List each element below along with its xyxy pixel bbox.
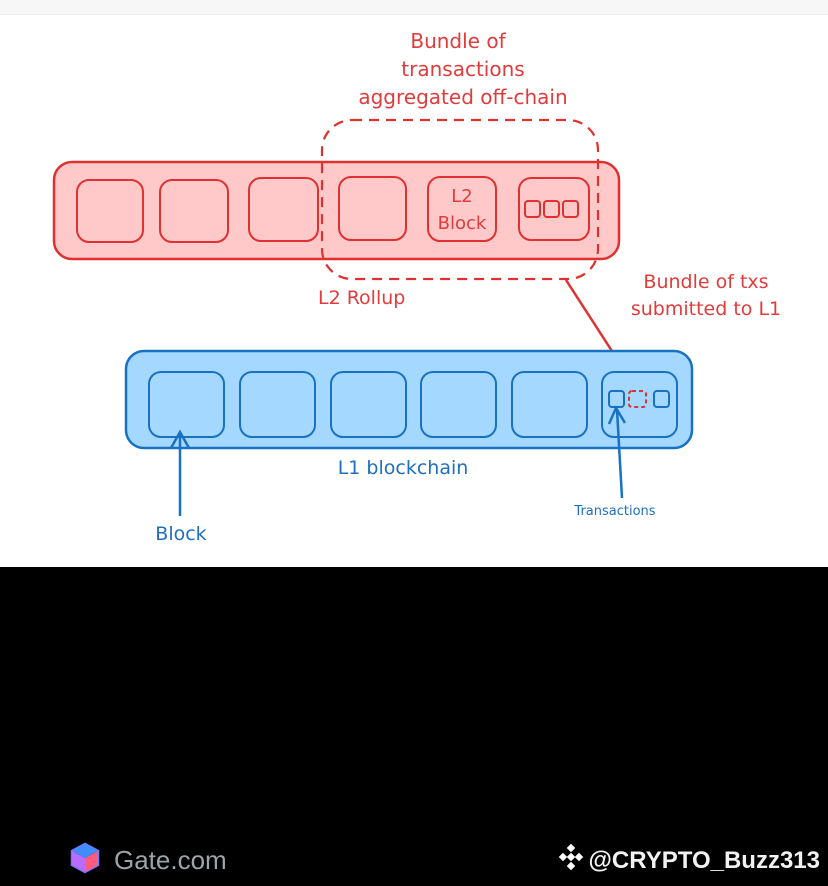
l1-block — [511, 371, 588, 438]
l2-block — [159, 179, 229, 243]
footer-bar — [0, 567, 828, 886]
l2-block-label-line1: L2 — [451, 186, 472, 207]
author-handle-text: @CRYPTO_Buzz313 — [588, 846, 820, 874]
l2-block — [248, 177, 319, 242]
block-label: Block — [155, 523, 206, 545]
l1-block-with-txs — [601, 371, 678, 438]
rollup-diagram: L2 Block Bundle of transactions aggregat… — [52, 29, 781, 545]
bundle-label-line1: Bundle of — [410, 29, 506, 53]
l1-tx-square — [608, 390, 625, 408]
l2-block — [338, 176, 407, 241]
block-arrow-head — [169, 429, 191, 449]
bundle-label-line3: aggregated off-chain — [358, 85, 567, 109]
l1-block — [148, 371, 225, 438]
l1-tx-square — [653, 390, 670, 408]
transactions-arrow — [615, 409, 624, 499]
l2-block-labeled — [427, 176, 497, 242]
l2-rollup-label: L2 Rollup — [318, 287, 405, 309]
l1-block — [420, 371, 497, 438]
l1-block — [330, 371, 407, 438]
author-handle[interactable]: @CRYPTO_Buzz313 — [557, 843, 820, 878]
l1-bundle-tx-square — [628, 390, 647, 408]
diagram-canvas: L2 Block Bundle of transactions aggregat… — [0, 0, 828, 567]
bundle-boundary — [320, 118, 600, 281]
l2-block-label-line2: Block — [438, 213, 487, 234]
gate-brand-label: Gate.com — [114, 844, 227, 875]
top-strip — [0, 0, 828, 15]
bundle-label-line2: transactions — [401, 57, 524, 81]
transactions-label: Transactions — [573, 504, 655, 519]
submitted-label-line1: Bundle of txs — [643, 271, 768, 293]
binance-diamond-icon — [557, 843, 585, 878]
l1-block — [239, 371, 316, 438]
l2-tx-square — [524, 200, 541, 218]
l2-block — [76, 179, 144, 243]
gate-brand[interactable]: Gate.com — [70, 842, 227, 878]
l2-tx-square — [562, 200, 579, 218]
gate-cube-icon — [70, 842, 100, 878]
l1-blockchain-label: L1 blockchain — [338, 457, 469, 479]
transactions-arrow-head — [607, 405, 627, 425]
l2-tx-square — [543, 200, 560, 218]
submitted-label-line2: submitted to L1 — [631, 298, 781, 320]
